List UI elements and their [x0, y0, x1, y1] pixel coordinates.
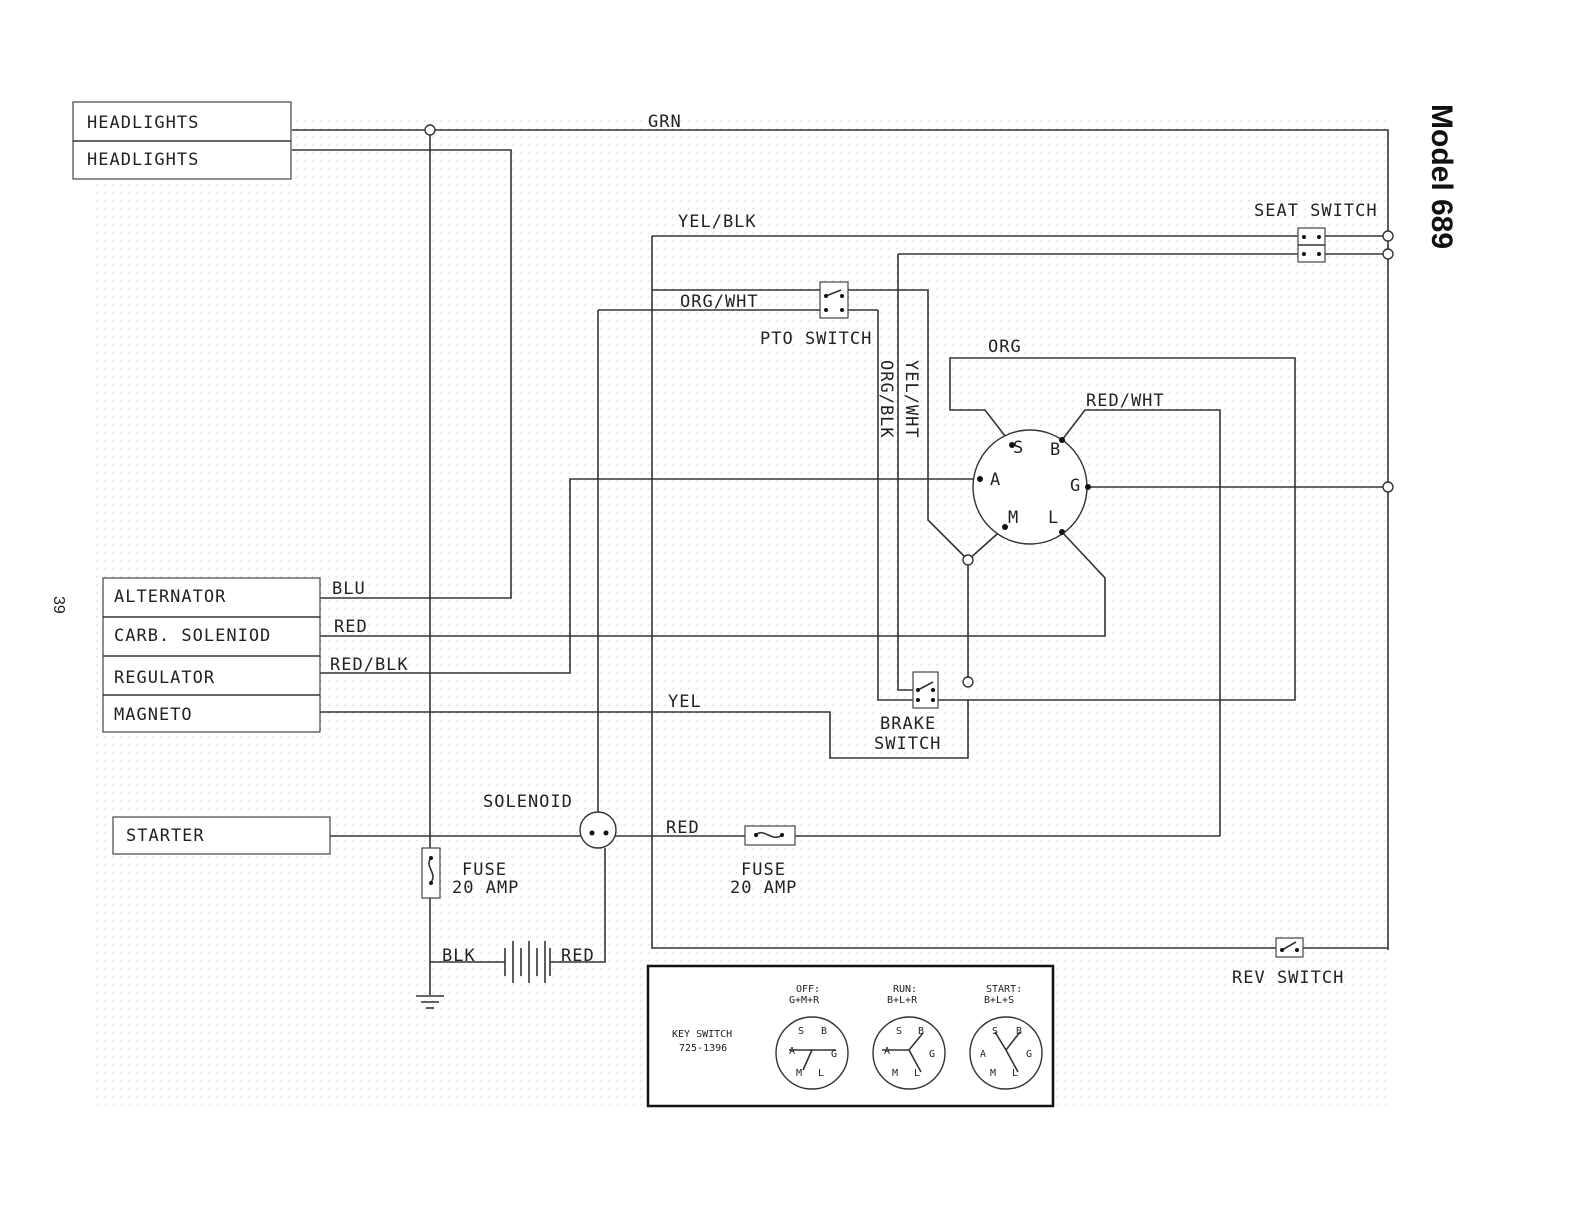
svg-text:A: A — [980, 1049, 986, 1060]
wire-org — [938, 357, 1296, 701]
wire-labels: GRN YEL/BLK ORG/WHT ORG RED/WHT ORG/BLK … — [330, 112, 1165, 966]
off-state-label: OFF: — [796, 984, 820, 995]
svg-text:S: S — [992, 1026, 998, 1037]
brake-switch-label-1: BRAKE — [880, 714, 936, 734]
junctions — [424, 124, 1394, 566]
fuse-left: FUSE 20 AMP — [421, 847, 519, 899]
pto-switch: PTO SWITCH — [760, 281, 872, 349]
engine-components-block: ALTERNATOR CARB. SOLENIOD REGULATOR MAGN… — [102, 577, 321, 733]
solenoid: SOLENOID — [483, 792, 617, 849]
svg-text:B: B — [1016, 1026, 1022, 1037]
wire-label-yel: YEL — [668, 692, 702, 712]
svg-text:G: G — [1026, 1049, 1032, 1060]
alternator-label: ALTERNATOR — [114, 587, 226, 607]
terminal-m: M — [1008, 508, 1019, 528]
start-state-label: START: — [986, 984, 1022, 995]
fuse-right-label-1: FUSE — [741, 860, 786, 880]
run-state-label: RUN: — [893, 984, 917, 995]
wire-label-org: ORG — [988, 337, 1022, 357]
headlights-label-2: HEADLIGHTS — [87, 150, 199, 170]
off-state-diagram: S B A G M L — [775, 1016, 849, 1090]
magneto-label: MAGNETO — [114, 705, 193, 725]
pto-switch-label: PTO SWITCH — [760, 329, 872, 349]
ignition-switch: S B A G M L — [972, 429, 1091, 545]
svg-text:M: M — [990, 1068, 996, 1079]
wire-red-carb — [320, 531, 1106, 637]
svg-text:G: G — [929, 1049, 935, 1060]
regulator-label: REGULATOR — [114, 668, 215, 688]
terminal-s: S — [1013, 438, 1024, 458]
wire-label-red-main: RED — [666, 818, 700, 838]
wire-label-red-carb: RED — [334, 617, 368, 637]
wires — [292, 129, 1389, 995]
wire-label-red-batt: RED — [561, 946, 595, 966]
page-number: 39 — [50, 596, 67, 614]
fuse-left-label-1: FUSE — [462, 860, 507, 880]
run-state-connections: B+L+R — [887, 995, 918, 1006]
seat-switch: SEAT SWITCH — [1254, 201, 1394, 263]
svg-text:L: L — [1012, 1068, 1018, 1079]
start-state-connections: B+L+S — [984, 995, 1014, 1006]
wire-label-grn: GRN — [648, 112, 682, 132]
wire-label-red-wht: RED/WHT — [1086, 391, 1165, 411]
brake-switch: BRAKE SWITCH — [874, 671, 974, 754]
fuse-left-label-2: 20 AMP — [452, 878, 519, 898]
wire-label-org-wht: ORG/WHT — [680, 292, 759, 312]
off-state-connections: G+M+R — [789, 995, 820, 1006]
wire-yel-blk-vertical — [651, 236, 1388, 949]
svg-text:M: M — [796, 1068, 802, 1079]
wire-org-wht — [598, 289, 969, 561]
svg-text:S: S — [798, 1026, 804, 1037]
starter-label: STARTER — [126, 826, 205, 846]
key-switch-legend: KEY SWITCH 725-1396 OFF: G+M+R RUN: B+L+… — [646, 964, 1055, 1108]
key-switch-label: KEY SWITCH — [672, 1029, 732, 1040]
fuse-right: FUSE 20 AMP — [730, 825, 797, 898]
svg-text:A: A — [789, 1046, 795, 1057]
terminal-l: L — [1048, 508, 1059, 528]
carb-solenoid-label: CARB. SOLENIOD — [114, 626, 271, 646]
wire-label-blk: BLK — [442, 946, 476, 966]
wire-grn — [292, 129, 1389, 950]
wire-org-blk — [848, 309, 913, 701]
wire-label-red-blk: RED/BLK — [330, 655, 409, 675]
wire-red-blk — [320, 478, 980, 674]
svg-text:B: B — [821, 1026, 827, 1037]
model-title: Model 689 — [1425, 104, 1458, 249]
battery — [504, 941, 551, 983]
key-switch-part-number: 725-1396 — [679, 1043, 727, 1054]
wire-red-wht — [1061, 409, 1221, 836]
wire-label-org-blk: ORG/BLK — [876, 360, 896, 439]
svg-text:L: L — [914, 1068, 920, 1079]
wire-label-yel-blk: YEL/BLK — [678, 212, 757, 232]
headlights-block: HEADLIGHTS HEADLIGHTS — [72, 101, 292, 180]
wire-label-blu: BLU — [332, 579, 366, 599]
wire-label-yel-wht: YEL/WHT — [901, 360, 921, 439]
run-state-diagram: S B A G M L — [872, 1016, 946, 1090]
wire-red-batt — [550, 848, 606, 963]
svg-text:B: B — [918, 1026, 924, 1037]
brake-switch-label-2: SWITCH — [874, 734, 941, 754]
solenoid-label: SOLENOID — [483, 792, 573, 812]
svg-text:A: A — [884, 1046, 890, 1057]
wire-blu — [292, 149, 512, 599]
terminal-a: A — [990, 470, 1001, 490]
wire-yel-wht — [897, 254, 913, 691]
ground-symbol — [416, 995, 444, 1009]
svg-text:G: G — [831, 1049, 837, 1060]
terminal-b: B — [1050, 440, 1061, 460]
seat-switch-label: SEAT SWITCH — [1254, 201, 1378, 221]
svg-text:M: M — [892, 1068, 898, 1079]
svg-text:L: L — [818, 1068, 824, 1079]
rev-switch-label: REV SWITCH — [1232, 968, 1344, 988]
start-state-diagram: S B A G M L — [969, 1016, 1043, 1090]
fuse-right-label-2: 20 AMP — [730, 878, 797, 898]
starter-block: STARTER — [112, 816, 331, 855]
headlights-label-1: HEADLIGHTS — [87, 113, 199, 133]
rev-switch: REV SWITCH — [1232, 937, 1344, 988]
wire-yel — [320, 700, 969, 759]
terminal-g: G — [1070, 476, 1081, 496]
svg-text:S: S — [896, 1026, 902, 1037]
